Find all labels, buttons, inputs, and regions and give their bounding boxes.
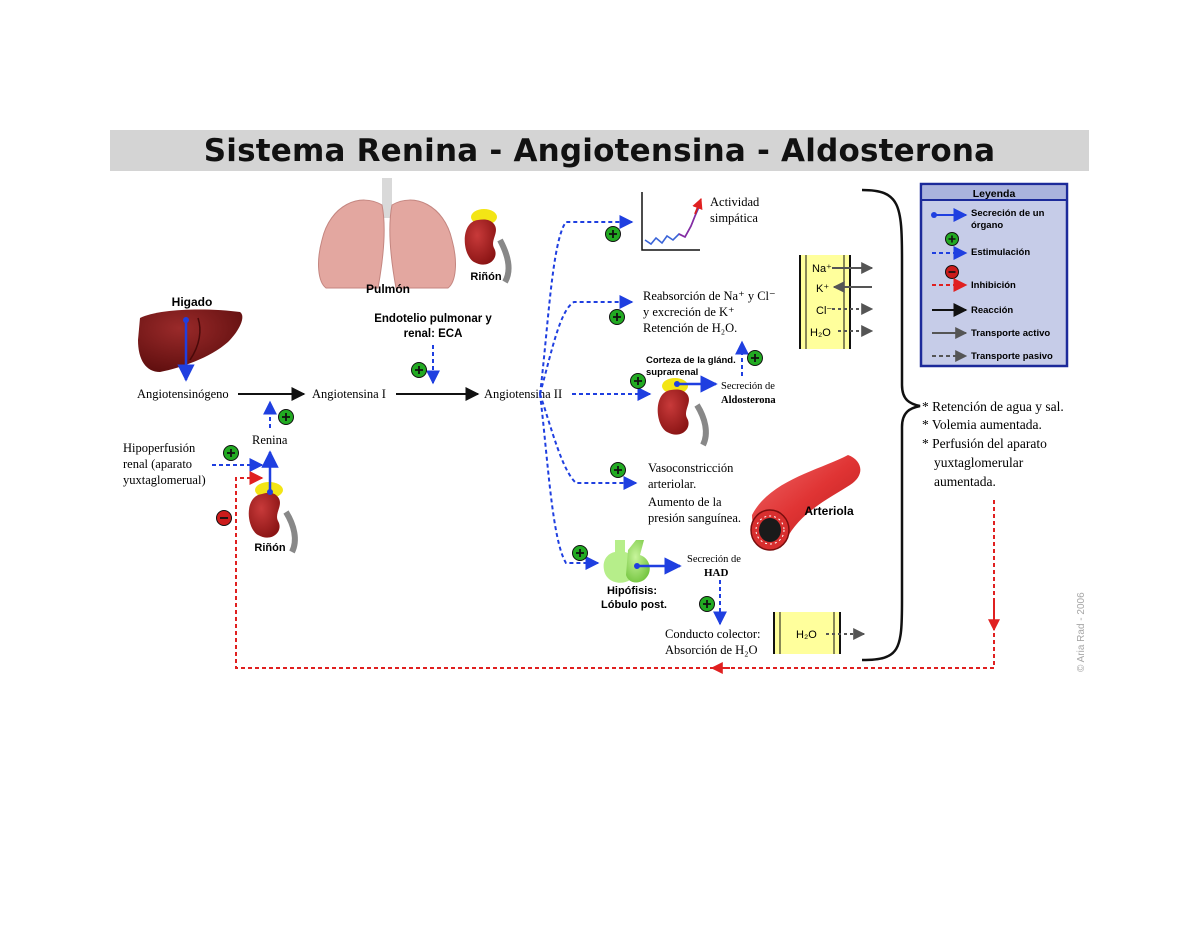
- vasoconstriction-label-4: presión sanguínea.: [648, 511, 741, 525]
- arteriole-image: [750, 455, 861, 551]
- h2o-label: H₂O: [810, 327, 831, 339]
- plus-badge-icon: [411, 362, 427, 378]
- endothelium-label-1: Endotelio pulmonar y: [374, 313, 492, 325]
- lung-image: [318, 178, 456, 289]
- plus-badge-icon: [630, 373, 646, 389]
- minus-badge-icon: [216, 510, 232, 526]
- reabsorption-label-2: y excreción de K⁺: [643, 305, 735, 319]
- stimulation-badges: [223, 226, 763, 612]
- na-label: Na⁺: [812, 263, 832, 275]
- title-bar: Sistema Renina - Angiotensina - Aldoster…: [110, 130, 1089, 171]
- reabsorption-label-3: Retención de H₂O.: [643, 321, 737, 335]
- pituitary-label-1: Hipófisis:: [607, 585, 657, 597]
- legend-plus-icon: [945, 232, 959, 246]
- copyright-text: © Aria Rad - 2006: [1076, 592, 1087, 672]
- legend-title: Leyenda: [973, 188, 1016, 200]
- adrenal-label-1: Corteza de la glánd.: [646, 355, 736, 366]
- result-line-4: yuxtaglomerular: [934, 455, 1024, 470]
- aldosterone-label-1: Secreción de: [721, 381, 775, 392]
- sympathetic-label-1: Actividad: [710, 195, 760, 209]
- result-line-5: aumentada.: [934, 474, 996, 489]
- cl-label: Cl⁻: [816, 305, 832, 317]
- lung-label: Pulmón: [366, 282, 410, 296]
- pituitary-label-2: Lóbulo post.: [601, 599, 667, 611]
- result-line-2: * Volemia aumentada.: [922, 417, 1042, 432]
- arteriole-label: Arteriola: [804, 504, 854, 518]
- legend-passive-label: Transporte pasivo: [971, 351, 1053, 362]
- h2o-collector-label: H₂O: [796, 629, 817, 641]
- legend-reaction-label: Reacción: [971, 305, 1013, 316]
- kidney-left-label: Riñón: [254, 542, 285, 554]
- had-label-2: HAD: [704, 567, 729, 579]
- pituitary-image: [603, 540, 650, 583]
- aldosterone-label-2: Aldosterona: [721, 395, 776, 406]
- diagram-title: Sistema Renina - Angiotensina - Aldoster…: [203, 132, 996, 169]
- adrenal-kidney-image: [657, 378, 709, 447]
- kidney-top-image: [464, 209, 512, 284]
- plus-badge-icon: [572, 545, 588, 561]
- legend-stimulation-label: Estimulación: [971, 247, 1030, 258]
- plus-badge-icon: [609, 309, 625, 325]
- angiotensin2-label: Angiotensina II: [484, 387, 562, 401]
- legend-secretion-label-2: órgano: [971, 220, 1003, 231]
- endothelium-label-2: renal: ECA: [404, 328, 463, 340]
- legend-inhibition-label: Inhibición: [971, 280, 1016, 291]
- vasoconstriction-label-3: Aumento de la: [648, 495, 722, 509]
- angiotensin2-branches: [539, 215, 652, 570]
- hypoperfusion-label-1: Hipoperfusión: [123, 441, 196, 455]
- legend-secretion-label-1: Secreción de un: [971, 208, 1045, 219]
- plus-badge-icon: [747, 350, 763, 366]
- angiotensinogen-label: Angiotensinógeno: [137, 387, 229, 401]
- legend-active-label: Transporte activo: [971, 328, 1050, 339]
- renin-label: Renina: [252, 433, 288, 447]
- plus-badge-icon: [278, 409, 294, 425]
- plus-badge-icon: [610, 462, 626, 478]
- legend-minus-icon: [945, 265, 959, 279]
- reabsorption-label-1: Reabsorción de Na⁺ y Cl⁻: [643, 289, 776, 303]
- had-label-1: Secreción de: [687, 554, 741, 565]
- tubule-transport-box: [799, 255, 851, 349]
- liver-label: Higado: [172, 295, 213, 309]
- hypoperfusion-label-3: yuxtaglomerual): [123, 473, 206, 487]
- plus-badge-icon: [223, 445, 239, 461]
- sympathetic-label-2: simpática: [710, 211, 758, 225]
- vasoconstriction-label-1: Vasoconstricción: [648, 461, 734, 475]
- adrenal-label-2: suprarrenal: [646, 367, 698, 378]
- kidney-top-label: Riñón: [470, 271, 501, 283]
- legend: Leyenda Secreción de un órgano Estimulac…: [919, 182, 1069, 368]
- plus-badge-icon: [605, 226, 621, 242]
- collector-label-1: Conducto colector:: [665, 627, 760, 641]
- result-line-3: * Perfusión del aparato: [922, 436, 1047, 451]
- collector-label-2: Absorción de H₂O: [665, 643, 758, 657]
- liver-image: [138, 309, 243, 372]
- vasoconstriction-label-2: arteriolar.: [648, 477, 696, 491]
- plus-badge-icon: [699, 596, 715, 612]
- hypoperfusion-label-2: renal (aparato: [123, 457, 192, 471]
- angiotensin1-label: Angiotensina I: [312, 387, 386, 401]
- results-brace: [861, 188, 921, 662]
- k-label: K⁺: [816, 283, 829, 295]
- result-line-1: * Retención de agua y sal.: [922, 399, 1064, 414]
- sympathetic-chart: [641, 192, 703, 251]
